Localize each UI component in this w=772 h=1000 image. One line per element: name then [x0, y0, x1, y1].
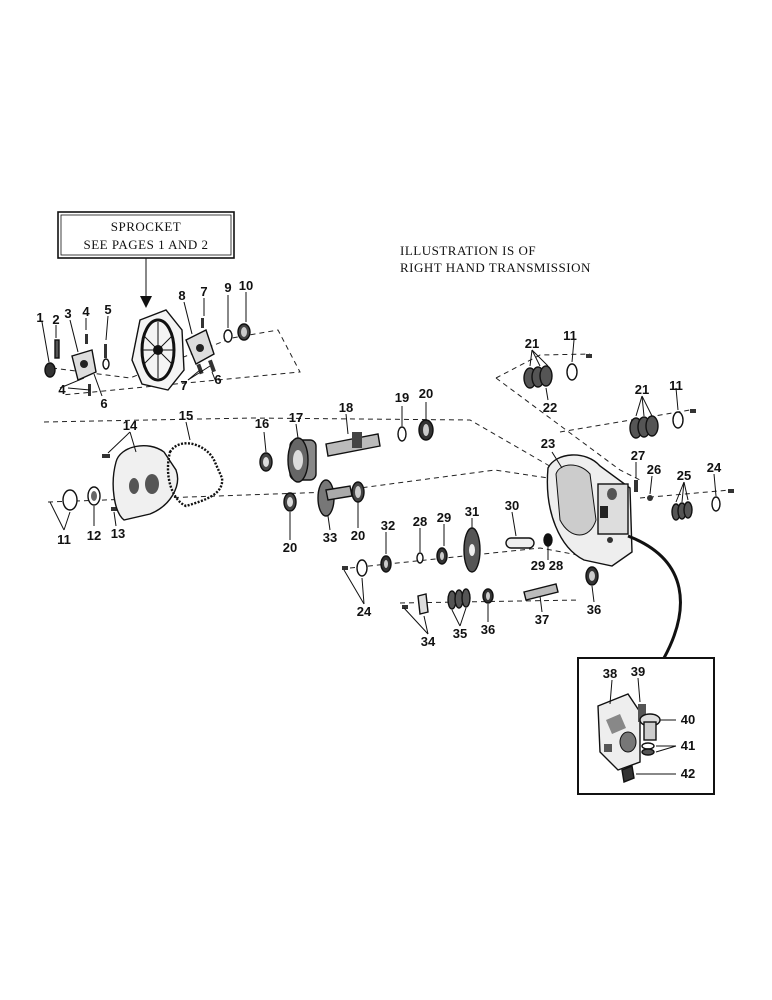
label-23: 23: [541, 436, 555, 451]
label-11-upper: 11: [563, 328, 577, 343]
label-20-right: 20: [351, 528, 365, 543]
label-6-left: 6: [100, 396, 107, 411]
label-22: 22: [543, 400, 557, 415]
label-29-left: 29: [437, 510, 451, 525]
label-10: 10: [239, 278, 253, 293]
label-4-bottom: 4: [58, 382, 66, 397]
label-21-right: 21: [635, 382, 649, 397]
label-12: 12: [87, 528, 101, 543]
label-13: 13: [111, 526, 125, 541]
caption-line2: RIGHT HAND TRANSMISSION: [400, 260, 591, 275]
sprocket-callout-line2: SEE PAGES 1 AND 2: [83, 237, 208, 252]
caption-line1: ILLUSTRATION IS OF: [400, 243, 536, 258]
label-11-left: 11: [57, 532, 71, 547]
label-19: 19: [395, 390, 409, 405]
label-38: 38: [603, 666, 617, 681]
lower-shaft-assembly: [342, 511, 599, 635]
label-1: 1: [36, 310, 43, 325]
right-bearing-assembly: [183, 292, 251, 383]
label-36-left: 36: [481, 622, 495, 637]
label-20-left: 20: [283, 540, 297, 555]
part-labels: 1 2 3 4 4 5 6 6 7 7 8 9 10 11 11 11 12 1…: [36, 278, 722, 781]
label-31: 31: [465, 504, 479, 519]
label-15: 15: [179, 408, 193, 423]
upper-right-assembly: [523, 339, 734, 521]
gear-train: [259, 402, 434, 540]
label-28-left: 28: [413, 514, 427, 529]
label-24-right: 24: [707, 460, 722, 475]
label-42: 42: [681, 766, 695, 781]
label-37: 37: [535, 612, 549, 627]
label-24-left: 24: [357, 604, 372, 619]
label-25: 25: [677, 468, 691, 483]
label-7-top: 7: [200, 284, 207, 299]
label-8: 8: [178, 288, 185, 303]
label-16: 16: [255, 416, 269, 431]
sprocket-callout-line1: SPROCKET: [111, 219, 181, 234]
mounting-bracket-inset: [577, 657, 715, 795]
label-9: 9: [224, 280, 231, 295]
label-7-bottom: 7: [180, 378, 187, 393]
label-3: 3: [64, 306, 71, 321]
label-4-top: 4: [82, 304, 90, 319]
label-14: 14: [123, 418, 138, 433]
label-39: 39: [631, 664, 645, 679]
label-2: 2: [52, 312, 59, 327]
cover-and-gasket: [49, 421, 224, 531]
label-34: 34: [421, 634, 436, 649]
label-26: 26: [647, 462, 661, 477]
label-30: 30: [505, 498, 519, 513]
sprocket-callout: SPROCKET SEE PAGES 1 AND 2: [57, 211, 235, 308]
label-6-right: 6: [214, 372, 221, 387]
sprocket-wheel: [131, 309, 185, 391]
left-bearing-assembly: [41, 315, 110, 397]
label-20-top: 20: [419, 386, 433, 401]
label-21-left: 21: [525, 336, 539, 351]
label-17: 17: [289, 410, 303, 425]
label-27: 27: [631, 448, 645, 463]
transmission-housing: [546, 451, 682, 659]
label-29-right: 29: [531, 558, 545, 573]
label-41: 41: [681, 738, 695, 753]
label-35: 35: [453, 626, 467, 641]
label-11-right: 11: [669, 378, 683, 393]
label-33: 33: [323, 530, 337, 545]
label-18: 18: [339, 400, 353, 415]
label-28-right: 28: [549, 558, 563, 573]
label-40: 40: [681, 712, 695, 727]
label-5: 5: [104, 302, 111, 317]
label-36-right: 36: [587, 602, 601, 617]
label-32: 32: [381, 518, 395, 533]
